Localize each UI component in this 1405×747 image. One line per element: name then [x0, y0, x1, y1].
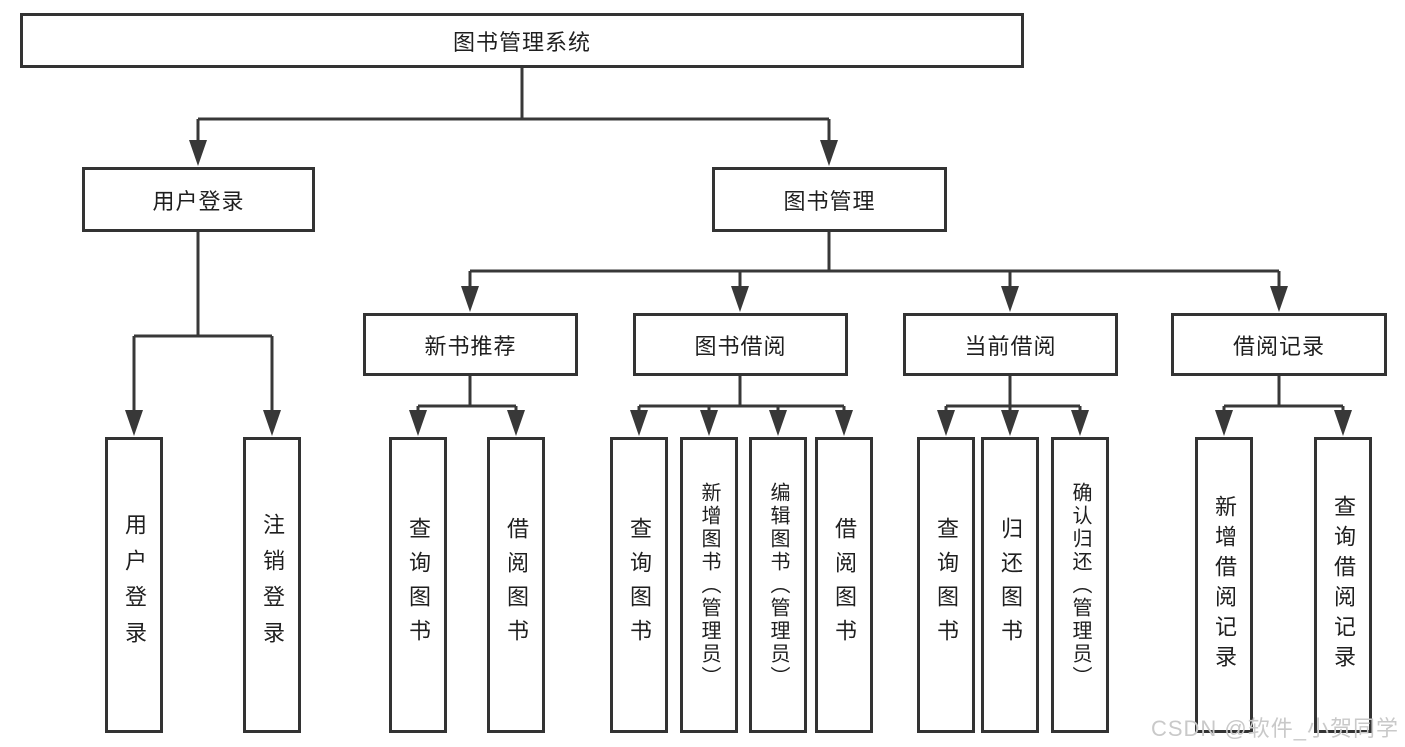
leaf-query-borrow-record: 查询借阅记录 [1314, 437, 1372, 733]
leaf-borrow-books-newbook: 借阅图书 [487, 437, 545, 733]
node-label: 查询图书 [406, 517, 431, 653]
node-label: 归还图书 [998, 517, 1023, 653]
node-label: 注销登录 [260, 513, 285, 657]
node-label: 查询图书 [934, 517, 959, 653]
node-label: 用户登录 [122, 513, 147, 657]
connector-book-borrow-to-leaves [637, 376, 846, 428]
leaf-add-books-admin: 新增图书（管理员） [680, 437, 738, 733]
arrowheads-current-borrow [937, 410, 1089, 436]
node-book-management: 图书管理 [712, 167, 947, 232]
connector-root-to-level2 [196, 68, 831, 158]
node-label: 当前借阅 [964, 333, 1057, 359]
arrowheads-book-borrow [630, 410, 853, 436]
connector-new-book-to-leaves [416, 376, 518, 428]
connector-user-login-to-leaves [132, 232, 274, 428]
leaf-query-books-newbook: 查询图书 [389, 437, 447, 733]
connector-borrow-records-to-leaves [1222, 376, 1345, 428]
arrowheads-user-login [125, 410, 281, 436]
node-label: 借阅图书 [832, 517, 857, 653]
node-label: 图书管理 [783, 188, 876, 214]
arrowheads-borrow-records [1215, 410, 1352, 436]
node-current-borrowing: 当前借阅 [903, 313, 1118, 376]
node-label: 新增图书（管理员） [698, 481, 720, 689]
leaf-add-borrow-record: 新增借阅记录 [1195, 437, 1253, 733]
leaf-confirm-return-admin: 确认归还（管理员） [1051, 437, 1109, 733]
node-user-login: 用户登录 [82, 167, 315, 232]
node-label: 查询图书 [627, 517, 652, 653]
node-label: 确认归还（管理员） [1069, 481, 1091, 689]
leaf-edit-books-admin: 编辑图书（管理员） [749, 437, 807, 733]
leaf-query-books-current: 查询图书 [917, 437, 975, 733]
leaf-return-books: 归还图书 [981, 437, 1039, 733]
leaf-borrow-books: 借阅图书 [815, 437, 873, 733]
node-label: 图书借阅 [694, 333, 787, 359]
leaf-query-books-borrow: 查询图书 [610, 437, 668, 733]
csdn-watermark: CSDN @软件_小贺同学 [1150, 716, 1399, 741]
arrowheads-level2 [189, 140, 838, 166]
node-book-borrowing: 图书借阅 [633, 313, 848, 376]
arrowheads-new-book [409, 410, 525, 436]
node-label: 用户登录 [152, 188, 245, 214]
node-label: 查询借阅记录 [1331, 495, 1356, 675]
node-label: 借阅记录 [1232, 333, 1325, 359]
node-label: 编辑图书（管理员） [767, 481, 789, 689]
node-label: 借阅图书 [504, 517, 529, 653]
node-label: 新书推荐 [424, 333, 517, 359]
arrowheads-level3 [461, 286, 1288, 312]
leaf-logout: 注销登录 [243, 437, 301, 733]
node-library-management-system: 图书管理系统 [20, 13, 1024, 68]
leaf-user-login: 用户登录 [105, 437, 163, 733]
node-borrowing-records: 借阅记录 [1171, 313, 1387, 376]
node-label: 新增借阅记录 [1212, 495, 1237, 675]
connector-book-management-to-level3 [468, 232, 1281, 304]
node-new-book-recommendation: 新书推荐 [363, 313, 578, 376]
node-label: 图书管理系统 [452, 29, 591, 55]
